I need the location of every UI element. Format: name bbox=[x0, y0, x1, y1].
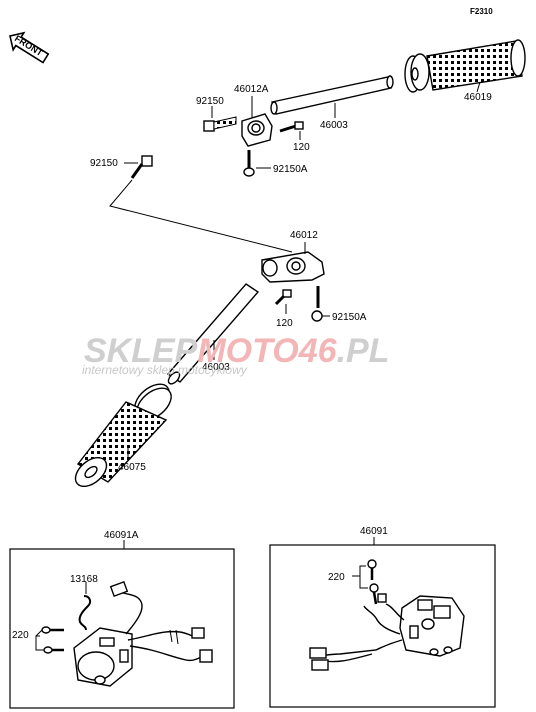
bolt-upper bbox=[203, 116, 237, 132]
label-screws-right: 220 bbox=[328, 572, 345, 583]
throttle-housing bbox=[241, 113, 273, 147]
switch-left bbox=[73, 581, 213, 687]
label-screw-mid: 120 bbox=[276, 318, 293, 329]
front-arrow-icon bbox=[9, 31, 50, 64]
screws-right bbox=[367, 559, 379, 605]
screw-mid bbox=[274, 289, 292, 306]
label-switch-right: 46091 bbox=[360, 526, 388, 537]
label-grip-right: 46019 bbox=[464, 92, 492, 103]
label-tube-lower: 46003 bbox=[202, 362, 230, 373]
screw-mid-lower bbox=[311, 286, 323, 322]
label-bolt-left: 92150 bbox=[90, 158, 118, 169]
throttle-tube bbox=[270, 75, 394, 115]
clip-left bbox=[78, 595, 92, 631]
label-screw-upper: 120 bbox=[293, 142, 310, 153]
label-clamp-mid: 46012 bbox=[290, 230, 318, 241]
label-bolt-upper: 92150 bbox=[196, 96, 224, 107]
switch-right bbox=[309, 593, 465, 671]
switch-left-frame bbox=[9, 548, 235, 709]
grip-right bbox=[404, 39, 526, 93]
label-throttle-housing: 46012A bbox=[234, 84, 269, 95]
watermark-tagline: internetowy sklep motocyklowy bbox=[82, 363, 248, 377]
clamp-mid bbox=[261, 251, 325, 283]
label-screw-upper-lower: 92150A bbox=[273, 164, 308, 175]
tube-lower bbox=[166, 283, 260, 385]
screws-left bbox=[41, 626, 64, 654]
bolt-left bbox=[130, 155, 153, 179]
svg-text:SKLEPMOTO46.PL: SKLEPMOTO46.PL bbox=[84, 332, 389, 370]
label-grip-left: 46075 bbox=[118, 462, 146, 473]
label-screw-mid-lower: 92150A bbox=[332, 312, 367, 323]
switch-right-frame bbox=[269, 544, 496, 708]
label-clip-left: 13168 bbox=[70, 574, 98, 585]
watermark: SKLEPMOTO46.PL internetowy sklep motocyk… bbox=[82, 332, 389, 377]
label-switch-left: 46091A bbox=[104, 530, 139, 541]
label-screws-left: 220 bbox=[12, 630, 29, 641]
grip-left bbox=[74, 383, 172, 488]
diagram-code: F2310 bbox=[470, 7, 493, 16]
label-throttle-tube: 46003 bbox=[320, 120, 348, 131]
screw-upper bbox=[279, 121, 304, 133]
screw-upper-lower bbox=[243, 150, 255, 177]
